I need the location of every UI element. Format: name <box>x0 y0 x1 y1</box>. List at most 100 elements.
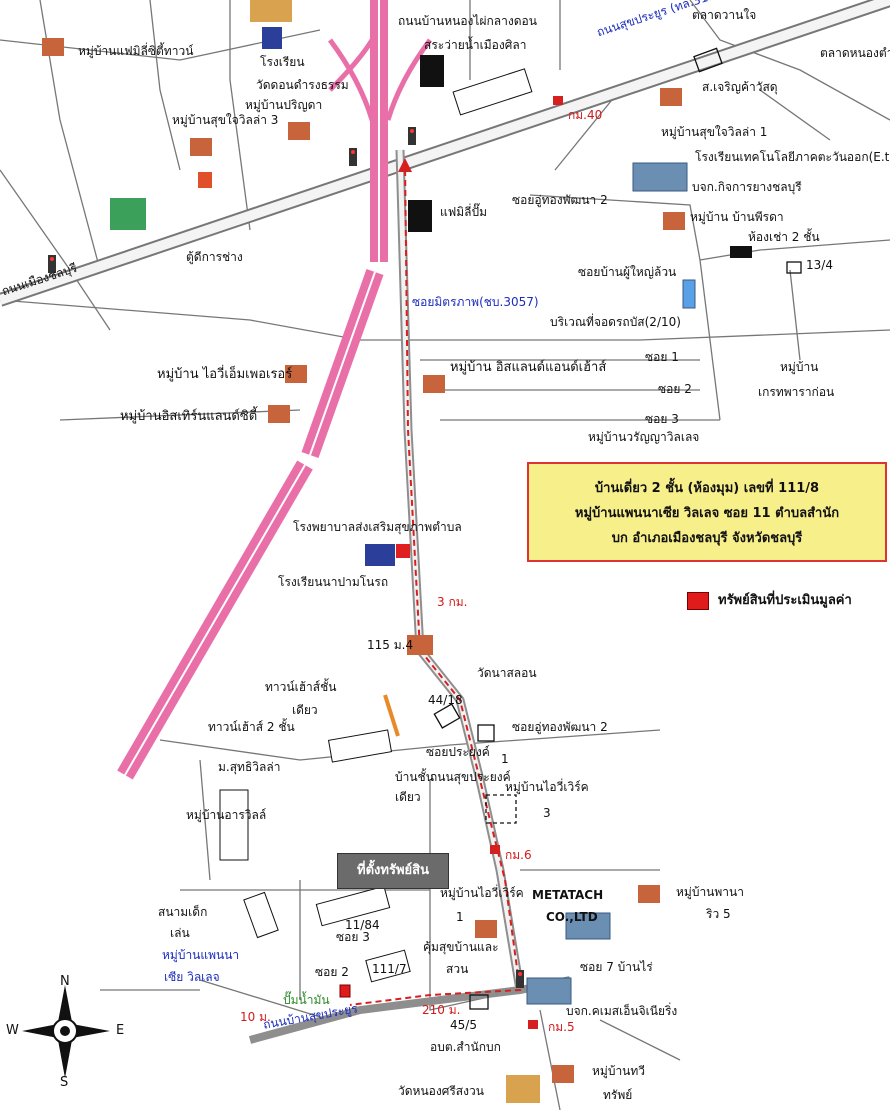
label-village-9: หมู่บ้านอิสเทิร์นแลนด์ซิตี้ <box>120 409 258 424</box>
traffic-lights <box>48 127 524 988</box>
label-village-15: หมู่บ้านไอวี่เวิร์ค <box>440 886 524 900</box>
label-km6: กม.6 <box>505 848 532 862</box>
route-line <box>349 159 522 1006</box>
label-school-1: โรงเรียน <box>260 55 305 69</box>
house-icons <box>42 0 685 1103</box>
label-village-18b: ทรัพย์ <box>603 1088 633 1102</box>
logo-hospital <box>365 544 395 566</box>
red-cross <box>396 544 410 558</box>
compass-s: S <box>60 1075 69 1090</box>
label-village-2: หมู่บ้านปริญดา <box>245 98 323 112</box>
label-village-3: หมู่บ้านสุขใจวิลล่า 3 <box>172 113 279 127</box>
label-no-111-7: 111/7 <box>372 962 407 976</box>
office-buildings <box>526 162 696 1005</box>
label-market-1: ตลาดวานใจ <box>692 8 757 22</box>
label-village-7: หมู่บ้าน ไอวี่เอ็มเพอเรอร์ <box>157 367 293 382</box>
label-metatach: METATACH <box>532 888 604 902</box>
label-building-single: บ้านชั้น <box>395 770 434 784</box>
label-village-12: ม.สุทธิวิลล่า <box>218 760 281 774</box>
label-clubhouse-b: สวน <box>446 962 469 976</box>
legend-swatch <box>687 592 709 610</box>
label-km5: กม.5 <box>548 1020 575 1034</box>
label-townhouse-1: ทาวน์เฮ้าส์ชั้น <box>265 680 337 694</box>
label-pump-station: ปั๊มน้ำมัน <box>283 993 330 1007</box>
outline-blocks <box>433 47 802 1010</box>
label-km40: กม.40 <box>568 108 603 122</box>
label-hospital: โรงพยาบาลส่งเสริมสุขภาพตำบล <box>293 520 462 534</box>
label-village-18: หมู่บ้านทวี <box>592 1064 646 1078</box>
townhouse-rows <box>219 68 533 983</box>
label-village-4: ส.เจริญค้าวัสดุ <box>702 80 778 94</box>
label-soi-3: ซอย 3 <box>645 412 679 426</box>
label-no-13-4: 13/4 <box>806 258 833 272</box>
landmark-blocks <box>408 55 752 258</box>
label-junction: สระว่ายน้ำเมืองศิลา <box>424 38 527 52</box>
label-townhouse-1b: เดียว <box>292 703 318 717</box>
label-school-2: โรงเรียนเทคโนโลยีภาคตะวันออก(E.tech) <box>695 150 890 164</box>
route-arrow <box>398 158 412 172</box>
label-soi-prayong: ซอยประยงค์ <box>426 745 490 759</box>
label-village-6: หมู่บ้าน บ้านพีรดา <box>690 210 784 224</box>
label-village-8: หมู่บ้าน อิสแลนด์แอนด์เฮ้าส์ <box>450 360 607 375</box>
logo-green <box>110 198 146 230</box>
compass-w: W <box>6 1023 19 1038</box>
label-soi-3b: ซอย 3 <box>336 930 370 944</box>
label-10m: 10 ม. <box>240 1010 271 1024</box>
label-soi-1: ซอย 1 <box>645 350 679 364</box>
label-village-5: หมู่บ้านสุขใจวิลล่า 1 <box>661 125 768 139</box>
label-temple-2: วัดนาสลอน <box>477 666 537 680</box>
label-soi-phuyai: ซอยบ้านผู้ใหญ่ล้วน <box>578 265 677 279</box>
label-school-3: โรงเรียนนาปามโนรถ <box>278 575 389 589</box>
label-village-17b: เซีย วิลเลจ <box>164 970 220 984</box>
logo-school <box>262 27 282 49</box>
label-company-2: บจก.คเมสเอ็นจิเนียริ่ง <box>566 1004 678 1018</box>
motorway <box>117 0 433 780</box>
property-marker <box>339 984 351 998</box>
label-village-16: หมู่บ้านพานา <box>676 885 744 899</box>
label-village-10: หมู่บ้านวรัญญาวิลเลจ <box>588 430 700 444</box>
label-no-45-5: 45/5 <box>450 1018 477 1032</box>
label-3km: 3 กม. <box>437 595 468 609</box>
label-metatach-b: CO.,LTD <box>546 910 598 924</box>
label-village-14: หมู่บ้านอารวิลล์ <box>186 808 267 822</box>
label-road-mid: ถนนสุขประยงค์ <box>430 770 511 784</box>
property-info-box: บ้านเดี่ยว 2 ชั้น (ห้องมุม) เลขที่ 111/8… <box>527 462 887 562</box>
label-soi-7: ซอย 7 บ้านไร่ <box>580 960 653 974</box>
compass-e: E <box>116 1023 125 1038</box>
label-village-17: หมู่บ้านแพนนา <box>162 948 240 962</box>
km-markers <box>490 96 563 1029</box>
label-village-11: หมู่บ้าน <box>780 360 819 374</box>
logo-711 <box>198 172 212 188</box>
label-soi-mit: ซอยมิตรภาพ(ชบ.3057) <box>412 295 539 309</box>
label-bus-stop: บริเวณที่จอดรถบัส(2/10) <box>550 315 681 329</box>
label-pump: แฟมิลี่ปั๊ม <box>440 205 488 219</box>
label-no-1b: 1 <box>456 910 464 924</box>
label-market-2: ตลาดหนองตำลึง <box>820 46 890 60</box>
label-no-44-18: 44/18 <box>428 693 463 707</box>
label-bank: ตู้ดีการช่าง <box>186 250 243 264</box>
info-line-1: บ้านเดี่ยว 2 ชั้น (ห้องมุม) เลขที่ 111/8 <box>594 481 820 496</box>
label-soi-pattana2: ซอยอู่ทองพัฒนา 2 <box>512 193 608 207</box>
label-moo4: 115 ม.4 <box>367 638 414 652</box>
label-village-1: หมู่บ้านแฟมิลี่ซิตี้ทาวน์ <box>78 44 194 58</box>
label-village-13: หมู่บ้านไอวี่เวิร์ค <box>505 780 589 794</box>
label-soi-2b: ซอย 2 <box>315 965 349 979</box>
label-clubhouse: คุ้มสุขบ้านและ <box>423 940 499 954</box>
info-line-2: หมู่บ้านแพนนาเซีย วิลเลจ ซอย 11 ตำบลสำนั… <box>574 506 840 521</box>
label-village-11b: เกรทพาราก่อน <box>758 385 835 399</box>
label-room-rent: ห้องเช่า 2 ชั้น <box>748 230 820 244</box>
label-road-top: ถนนบ้านหนองไผ่กลางดอน <box>398 14 537 28</box>
label-playground-b: เล่น <box>170 926 190 940</box>
label-temple-3: วัดหนองศรีสงวน <box>398 1084 484 1098</box>
property-location-callout: ที่ตั้งทรัพย์สิน <box>337 853 449 889</box>
label-210m: 210 ม. <box>422 1003 461 1017</box>
label-tambon: อบต.สำนักบก <box>430 1040 501 1054</box>
label-building-single-b: เดียว <box>395 790 421 804</box>
label-no-3: 3 <box>543 806 551 820</box>
compass-rose <box>22 985 110 1078</box>
label-soi-11-84: 11/84 <box>345 918 380 932</box>
legend-label: ทรัพย์สินที่ประเมินมูลค่า <box>718 593 852 608</box>
compass-n: N <box>60 974 70 989</box>
